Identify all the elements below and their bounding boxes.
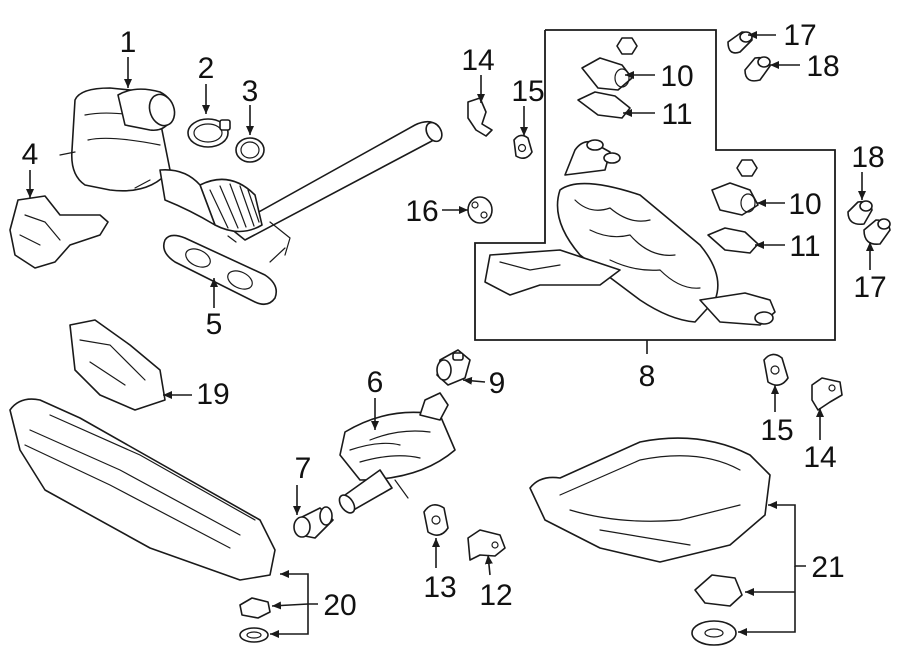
- bracket-heat-shield[interactable]: [9, 195, 109, 269]
- callout-6: 6: [367, 366, 384, 399]
- callout-15-upper: 15: [511, 75, 544, 108]
- leader-lines: [26, 31, 874, 638]
- callout-14-upper: 14: [461, 44, 494, 77]
- clamp[interactable]: [187, 118, 231, 148]
- nut-lower[interactable]: [736, 159, 758, 177]
- rear-muffler-assembly[interactable]: [474, 29, 836, 341]
- rubber-insulator-lower[interactable]: [763, 353, 789, 386]
- callout-2: 2: [198, 52, 215, 85]
- exhaust-tip-18-lower[interactable]: [847, 200, 873, 226]
- pipe-clamp[interactable]: [436, 349, 471, 386]
- exhaust-tip-18-upper[interactable]: [744, 56, 771, 82]
- callout-21: 21: [811, 551, 844, 584]
- callout-10-upper: 10: [660, 60, 693, 93]
- callout-16: 16: [405, 195, 438, 228]
- callout-4: 4: [22, 138, 39, 171]
- gasket-ring[interactable]: [235, 137, 265, 163]
- exhaust-tip-17-lower[interactable]: [863, 218, 891, 246]
- heat-shield-clip-20b[interactable]: [239, 627, 269, 643]
- callout-15-lower: 15: [760, 414, 793, 447]
- callout-18-upper: 18: [806, 50, 839, 83]
- callout-14-lower: 14: [803, 441, 836, 474]
- nut-upper[interactable]: [616, 37, 638, 55]
- heat-shield-19[interactable]: [69, 319, 166, 411]
- hanger-bracket-lower[interactable]: [811, 377, 843, 411]
- heat-shield-clip-21b[interactable]: [691, 620, 737, 646]
- callout-18-lower: 18: [851, 141, 884, 174]
- callout-17-upper: 17: [783, 19, 816, 52]
- rubber-insulator-13[interactable]: [423, 504, 449, 536]
- callout-3: 3: [242, 75, 259, 108]
- callout-8: 8: [639, 360, 656, 393]
- callout-13: 13: [423, 571, 456, 604]
- callout-12: 12: [479, 579, 512, 612]
- heat-shield-clip-20a[interactable]: [239, 597, 271, 619]
- center-muffler[interactable]: [336, 392, 456, 516]
- callout-9: 9: [489, 367, 506, 400]
- bracket-12[interactable]: [467, 529, 506, 561]
- heat-shield-clip-upper[interactable]: [577, 91, 631, 119]
- rear-heat-shield[interactable]: [529, 437, 771, 563]
- callout-20: 20: [323, 589, 356, 622]
- hanger-clip-upper[interactable]: [581, 57, 633, 91]
- rubber-insulator-upper[interactable]: [513, 134, 533, 160]
- heat-shield-clip-21a[interactable]: [694, 574, 743, 607]
- rubber-insulator[interactable]: [467, 196, 493, 224]
- flange-gasket[interactable]: [162, 234, 278, 306]
- hanger-clip-lower[interactable]: [711, 182, 759, 216]
- callout-5: 5: [206, 308, 223, 341]
- callout-labels: 1 2 3 4 5 6 7 8 9 10 11 10 11 12 13 14 1…: [22, 19, 887, 622]
- callout-19: 19: [196, 378, 229, 411]
- callout-10-lower: 10: [788, 188, 821, 221]
- hanger-bracket-upper[interactable]: [467, 97, 493, 137]
- catalytic-converter[interactable]: [59, 87, 445, 263]
- heat-shield-clip-lower[interactable]: [707, 227, 759, 254]
- callout-7: 7: [295, 452, 312, 485]
- connector-pipe[interactable]: [293, 506, 334, 539]
- callout-17-lower: 17: [853, 271, 886, 304]
- callout-1: 1: [120, 26, 137, 59]
- underbody-heat-shield[interactable]: [9, 398, 276, 581]
- callout-11-lower: 11: [789, 230, 820, 263]
- callout-11-upper: 11: [661, 98, 692, 131]
